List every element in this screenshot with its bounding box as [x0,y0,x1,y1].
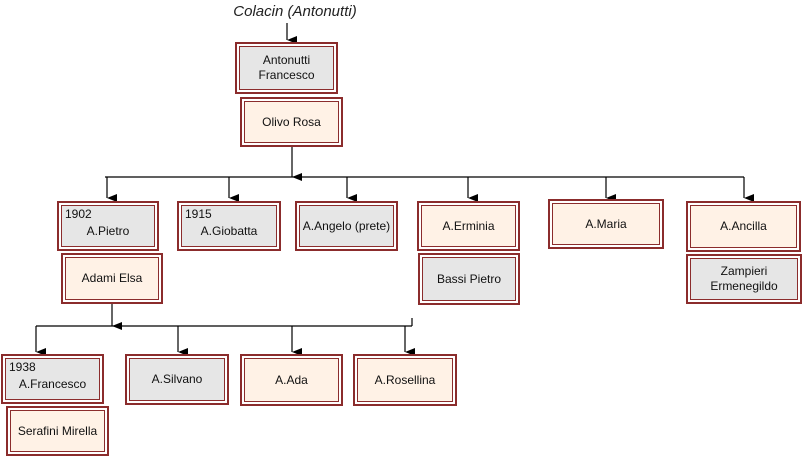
person-name: A.Ada [275,372,308,387]
person-name: Serafini Mirella [17,423,98,438]
person-name: Olivo Rosa [262,114,321,129]
person-spouse-ancilla[interactable]: Zampieri Ermenegildo [686,254,802,304]
person-name: A.Rosellina [374,372,436,387]
person-child-pietro[interactable]: 1902 A.Pietro [57,201,159,251]
person-grandchild-ada[interactable]: A.Ada [240,354,343,406]
person-child-ancilla[interactable]: A.Ancilla [686,201,801,252]
birth-year: 1938 [9,360,36,374]
person-child-giobatta[interactable]: 1915 A.Giobatta [177,201,281,251]
person-root-husband[interactable]: Antonutti Francesco [235,42,338,94]
person-name: Zampieri Ermenegildo [710,264,778,293]
family-title: Colacin (Antonutti) [233,3,357,20]
person-spouse-francesco[interactable]: Serafini Mirella [6,406,109,456]
person-name: A.Ancilla [720,219,767,233]
person-grandchild-silvano[interactable]: A.Silvano [125,354,229,405]
birth-year: 1902 [65,207,92,221]
person-spouse-erminia[interactable]: Bassi Pietro [418,253,520,305]
person-name: A.Silvano [151,372,203,386]
person-child-erminia[interactable]: A.Erminia [417,201,520,251]
person-spouse-pietro[interactable]: Adami Elsa [61,253,163,304]
person-name: A.Giobatta [200,223,258,238]
person-name: A.Maria [585,216,627,231]
birth-year: 1915 [185,207,212,221]
person-name: A.Angelo (prete) [302,218,391,233]
person-root-wife[interactable]: Olivo Rosa [240,97,343,147]
person-name: A.Francesco [18,376,87,391]
person-name: A.Erminia [442,218,495,233]
person-child-angelo[interactable]: A.Angelo (prete) [295,201,398,251]
person-name: Adami Elsa [81,271,143,285]
person-name: Bassi Pietro [436,271,502,286]
person-name: A.Pietro [86,223,130,238]
person-name: Antonutti Francesco [258,53,315,82]
person-child-maria[interactable]: A.Maria [548,199,664,249]
person-grandchild-rosellina[interactable]: A.Rosellina [353,354,457,406]
person-grandchild-francesco[interactable]: 1938 A.Francesco [1,354,104,404]
